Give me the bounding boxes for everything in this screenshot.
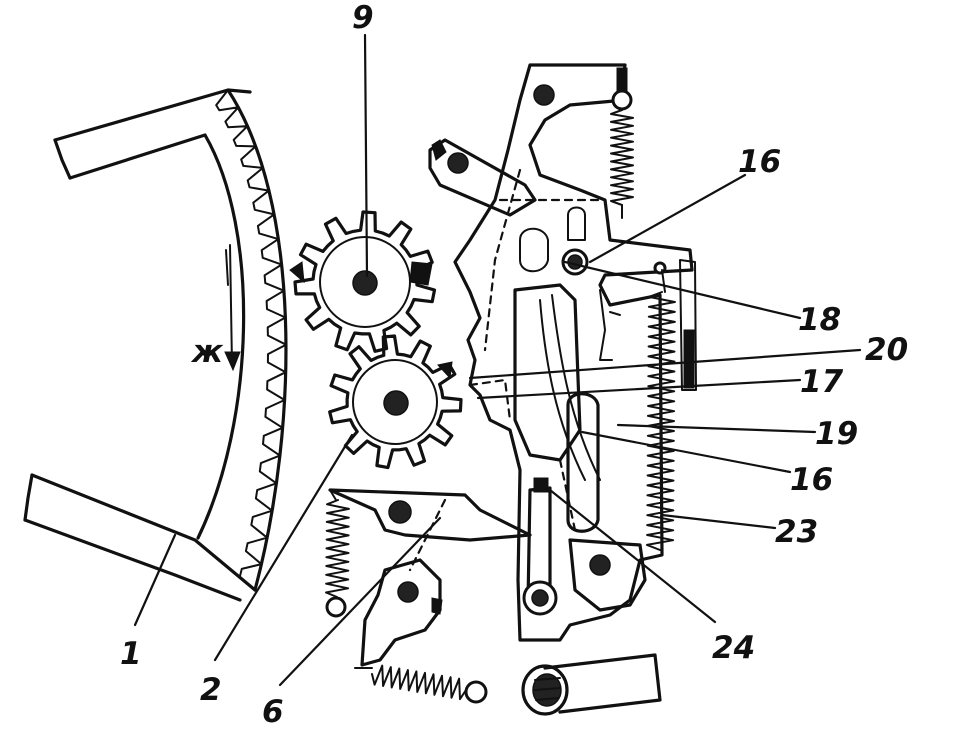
main-plate — [453, 63, 697, 642]
label-9: 9 — [352, 0, 374, 36]
label-17: 17 — [800, 364, 844, 400]
spring-23 — [646, 269, 676, 551]
reference-numerals: 9 16 18 20 17 19 16 23 24 1 2 6 — [120, 0, 908, 730]
direction-arrow: ж — [190, 244, 241, 372]
direction-label: ж — [190, 334, 224, 370]
label-20: 20 — [865, 332, 908, 368]
upper-lever — [428, 138, 537, 217]
label-19: 19 — [815, 416, 858, 452]
label-16-lower: 16 — [790, 462, 833, 498]
rack-bracket — [23, 88, 288, 602]
label-24: 24 — [712, 630, 755, 666]
label-6: 6 — [262, 694, 284, 730]
upper-spring — [610, 67, 634, 219]
leader-lines — [133, 33, 862, 687]
label-1: 1 — [120, 636, 142, 672]
gear-9 — [289, 210, 437, 353]
lower-left-linkage — [325, 488, 532, 704]
label-16-upper: 16 — [738, 144, 781, 180]
gear-2 — [328, 334, 463, 470]
bottom-shaft — [521, 653, 662, 716]
label-23: 23 — [775, 514, 818, 550]
label-2: 2 — [200, 672, 222, 708]
label-18: 18 — [798, 302, 841, 338]
